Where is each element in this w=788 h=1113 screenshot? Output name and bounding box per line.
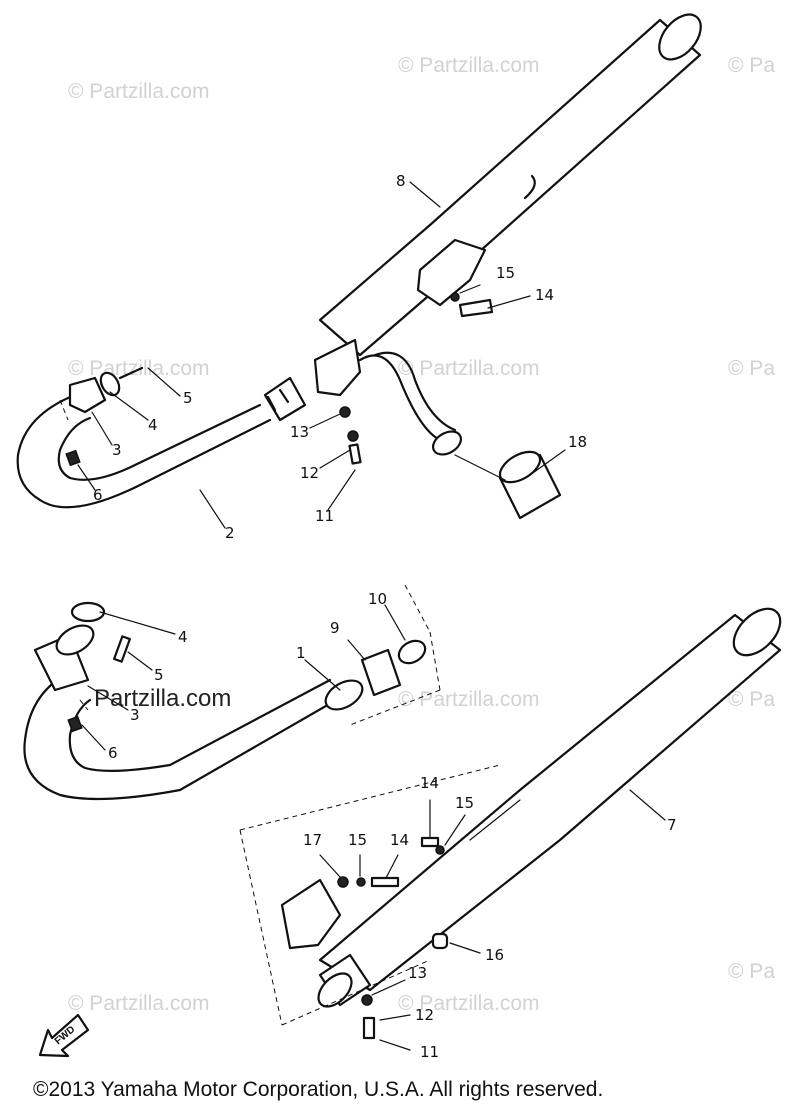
callout-13: 13 <box>290 423 309 441</box>
watermark-main: Partzilla.com <box>94 685 231 712</box>
leader-lines <box>77 181 666 1051</box>
reference-lines <box>59 399 501 1026</box>
callout-1: 1 <box>296 644 306 662</box>
callout-15: 15 <box>348 831 367 849</box>
watermarks: © Partzilla.com © Partzilla.com © Pa © P… <box>68 54 775 1015</box>
watermark: © Pa <box>728 688 775 711</box>
muffler-8 <box>313 13 702 418</box>
callout-11: 11 <box>315 507 334 525</box>
callout-5: 5 <box>183 389 193 407</box>
copyright-notice: ©2013 Yamaha Motor Corporation, U.S.A. A… <box>33 1078 604 1101</box>
callout-6: 6 <box>108 744 118 762</box>
callout-14: 14 <box>420 774 439 792</box>
watermark: © Partzilla.com <box>68 80 210 103</box>
bottom-small-parts <box>67 601 445 1040</box>
callout-16: 16 <box>485 946 504 964</box>
watermark: © Partzilla.com <box>68 992 210 1015</box>
watermark: © Partzilla.com <box>398 992 540 1015</box>
callout-2: 2 <box>225 524 235 542</box>
callout-14: 14 <box>390 831 409 849</box>
watermark: © Partzilla.com <box>398 688 540 711</box>
callout-3: 3 <box>112 441 122 459</box>
joint-clamp <box>263 376 307 422</box>
callout-15: 15 <box>455 794 474 812</box>
watermark: © Pa <box>728 54 775 77</box>
watermark: © Partzilla.com <box>398 54 540 77</box>
callout-numbers: 8 15 14 5 4 3 6 2 13 12 11 18 10 9 4 5 1… <box>93 172 677 1061</box>
callout-7: 7 <box>667 816 677 834</box>
watermark: © Partzilla.com <box>398 357 540 380</box>
callout-9: 9 <box>330 619 340 637</box>
callout-12: 12 <box>415 1006 434 1024</box>
callout-4: 4 <box>148 416 158 434</box>
exhaust-pipe-1 <box>23 624 364 801</box>
exhaust-pipe-2 <box>16 376 272 509</box>
callout-11: 11 <box>420 1043 439 1061</box>
muffler-7 <box>280 607 782 1008</box>
callout-10: 10 <box>368 590 387 608</box>
callout-18: 18 <box>568 433 587 451</box>
callout-5: 5 <box>154 666 164 684</box>
callout-3: 3 <box>130 706 140 724</box>
top-small-parts <box>65 292 494 467</box>
callout-14: 14 <box>535 286 554 304</box>
watermark: © Pa <box>728 357 775 380</box>
callout-8: 8 <box>396 172 406 190</box>
callout-6: 6 <box>93 486 103 504</box>
callout-12: 12 <box>300 464 319 482</box>
callout-17: 17 <box>303 831 322 849</box>
callout-4: 4 <box>178 628 188 646</box>
callout-13: 13 <box>408 964 427 982</box>
fwd-arrow-icon: FWD <box>38 1013 90 1058</box>
callout-15: 15 <box>496 264 515 282</box>
watermark: © Pa <box>728 960 775 983</box>
